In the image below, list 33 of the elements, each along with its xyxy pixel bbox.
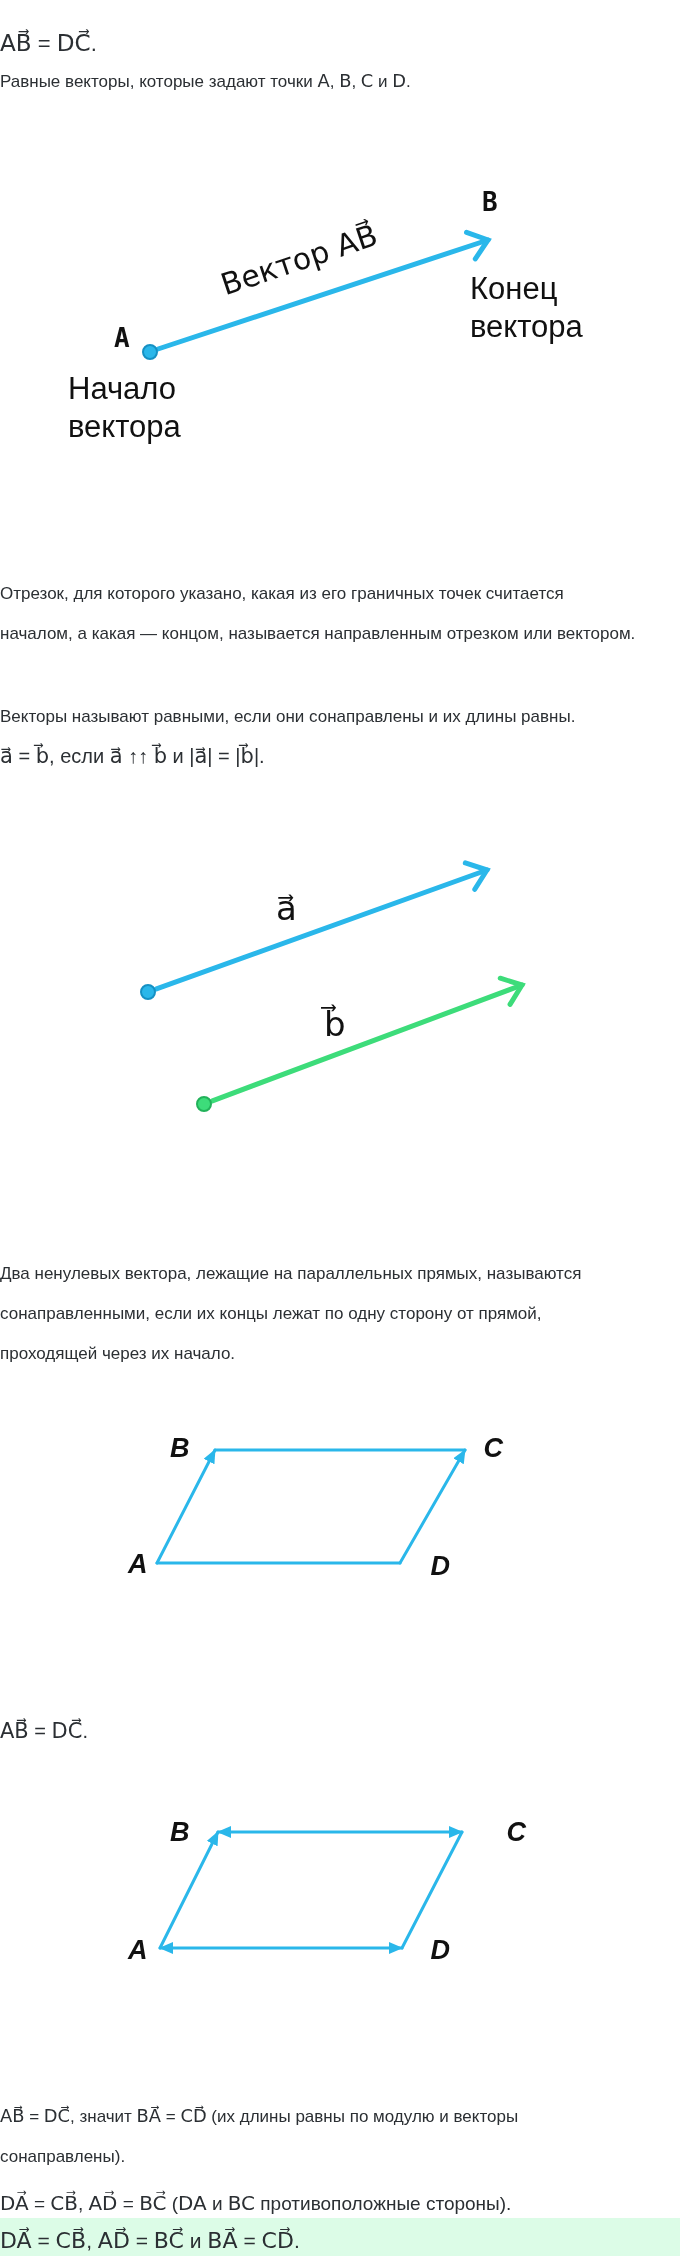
point-label: C: [506, 1816, 526, 1848]
arrow: [398, 1448, 467, 1565]
point-label: A: [128, 1934, 148, 1966]
point-label: B: [482, 186, 498, 218]
point-label: D: [430, 1550, 450, 1582]
arrow: [216, 1826, 464, 1838]
text-line: a⃗ = b⃗, если a⃗ ↑↑ b⃗ и |a⃗| = |b⃗|.: [0, 742, 266, 770]
point-label: C: [483, 1432, 503, 1464]
arrow: [155, 1448, 217, 1565]
edge-label: a⃗: [276, 888, 297, 928]
arrow: [153, 860, 490, 992]
arrow: [209, 975, 525, 1104]
text-line: AB⃗ = DC⃗, значит BA⃗ = CD⃗ (их длины равны по модулю и векторы сонаправлены).: [0, 2104, 520, 2168]
text-line: Два ненулевых вектора, лежащие на параллельных прямых, называются сонаправленными, если их концы лежат по одну сторону от прямой, проходящей через их начало.: [0, 1263, 583, 1365]
point-label: A: [128, 1548, 148, 1580]
point-dot: [196, 1096, 212, 1112]
point-caption: Конец вектора: [470, 270, 584, 346]
point-label: B: [170, 1432, 190, 1464]
point-label: D: [430, 1934, 450, 1966]
arrow: [155, 229, 491, 352]
text-line: Векторы называют равными, если они сонаправлены и их длины равны.: [0, 706, 577, 728]
edge-label: Вектор AB⃗: [216, 217, 382, 303]
point-label: B: [170, 1816, 190, 1848]
point-label: A: [114, 322, 130, 354]
text-line: AB⃗ = DC⃗.: [0, 1717, 89, 1745]
text-line: DA⃗ = CB⃗, AD⃗ = BC⃗ (DA и BC противоположные стороны).: [0, 2189, 513, 2217]
point-caption: Начало вектора: [68, 370, 182, 446]
text-line: Отрезок, для которого указано, какая из его граничных точек считается началом, а какая — концом, называется направленным отрезком или вектором.: [0, 583, 637, 645]
text-line: AB⃗ = DC⃗.: [0, 28, 98, 58]
arrow: [158, 1830, 220, 1950]
point-dot: [140, 984, 156, 1000]
text-line: Равные векторы, которые задают точки A, B, C и D.: [0, 69, 412, 93]
arrow: [158, 1942, 404, 1954]
